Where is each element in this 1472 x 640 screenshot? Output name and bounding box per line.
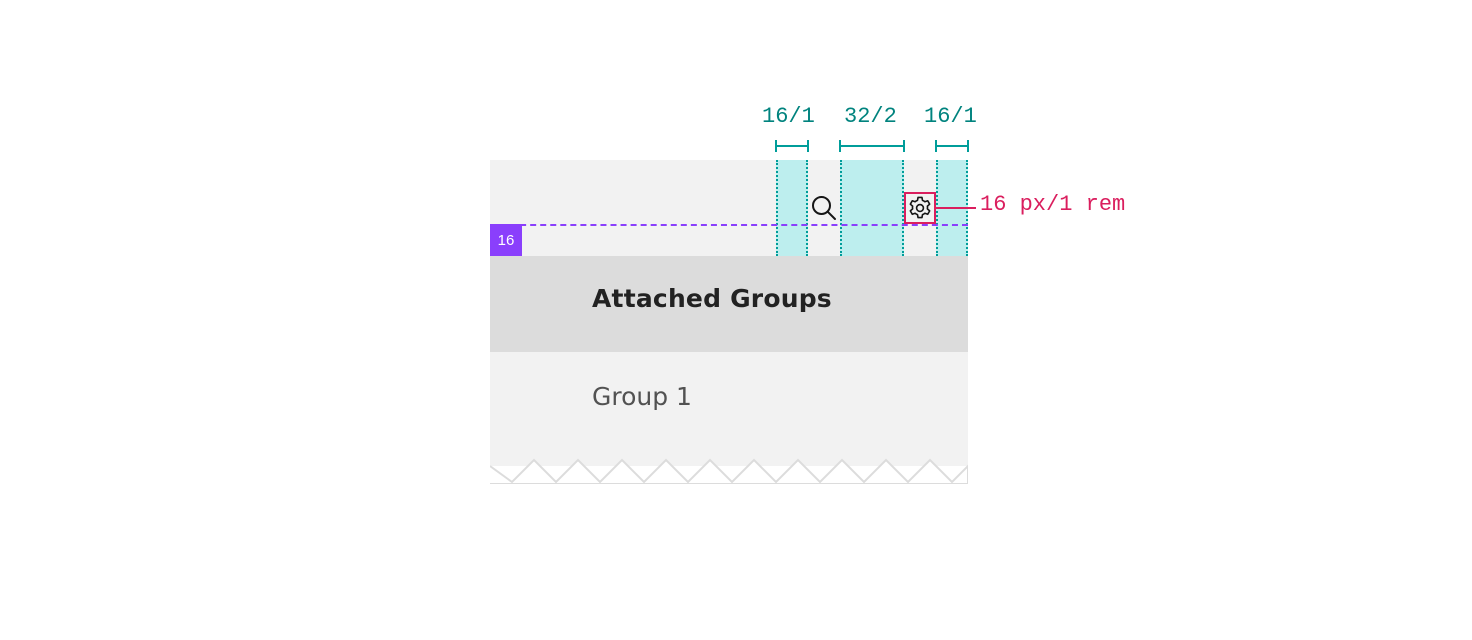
measure-label-right: 16/1 [924, 104, 977, 129]
spacing-column-middle [840, 160, 904, 256]
spacing-column-left [776, 160, 808, 256]
measure-label-left: 16/1 [762, 104, 815, 129]
icon-size-annotation: 16 px/1 rem [980, 192, 1126, 217]
measure-label-middle: 32/2 [844, 104, 897, 129]
torn-edge [490, 458, 968, 484]
search-icon-glyph [812, 196, 836, 220]
measure-bracket-middle [839, 140, 905, 152]
table-row[interactable]: Group 1 [490, 352, 968, 466]
search-icon[interactable] [808, 192, 840, 224]
table-header-row: Attached Groups [490, 256, 968, 352]
table-cell-group: Group 1 [592, 382, 692, 411]
baseline-guide [490, 224, 968, 226]
annotation-leader-line [936, 207, 976, 209]
baseline-badge: 16 [490, 224, 522, 256]
measure-bracket-right [935, 140, 969, 152]
gear-icon-glyph [909, 196, 931, 219]
column-header-attached-groups[interactable]: Attached Groups [592, 284, 832, 313]
measure-bracket-left [775, 140, 809, 152]
settings-icon[interactable] [904, 192, 936, 224]
